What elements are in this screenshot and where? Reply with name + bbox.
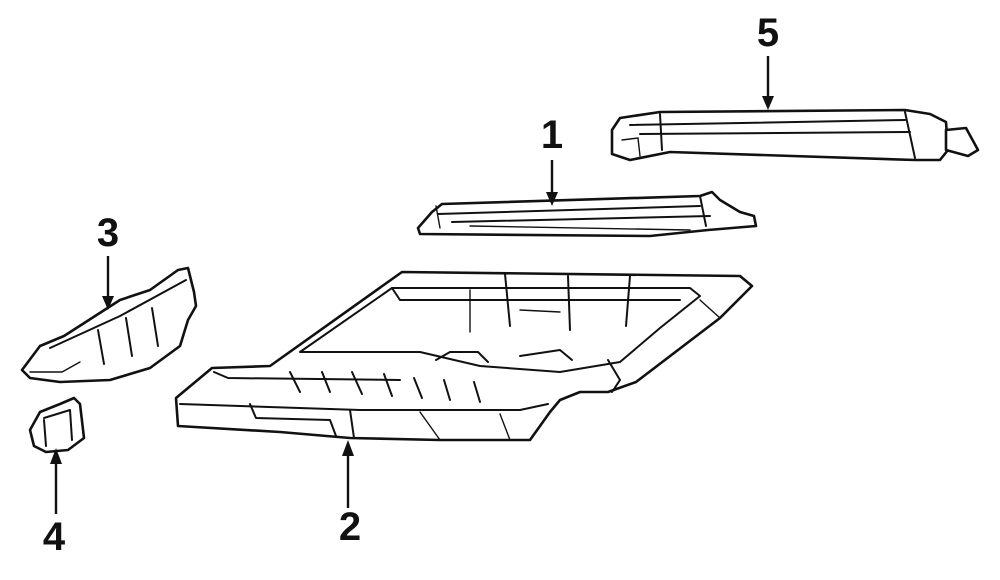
callout-5: 5: [757, 11, 779, 55]
callout-2: 2: [339, 505, 361, 549]
callout-1: 1: [541, 113, 563, 157]
leader-4: [50, 448, 62, 514]
callout-3: 3: [97, 211, 119, 255]
part-floor-pan: [174, 270, 754, 442]
leader-1: [546, 160, 558, 206]
part-small-bracket: [28, 396, 86, 454]
part-rear-rail: [610, 108, 980, 162]
leader-3: [102, 256, 114, 310]
leader-2: [342, 440, 354, 508]
callout-4: 4: [43, 515, 66, 559]
part-rocker-panel: [416, 190, 758, 238]
leader-5: [762, 56, 774, 110]
part-seat-bracket: [20, 266, 198, 384]
